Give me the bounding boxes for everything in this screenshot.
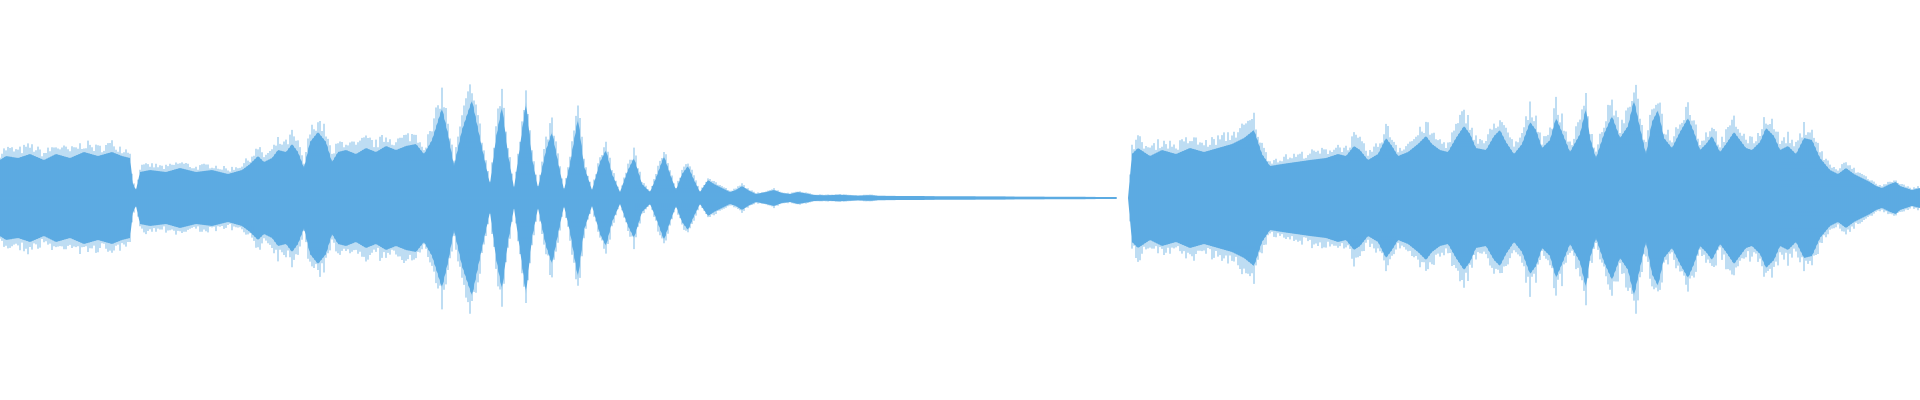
waveform-samples bbox=[0, 84, 1919, 314]
